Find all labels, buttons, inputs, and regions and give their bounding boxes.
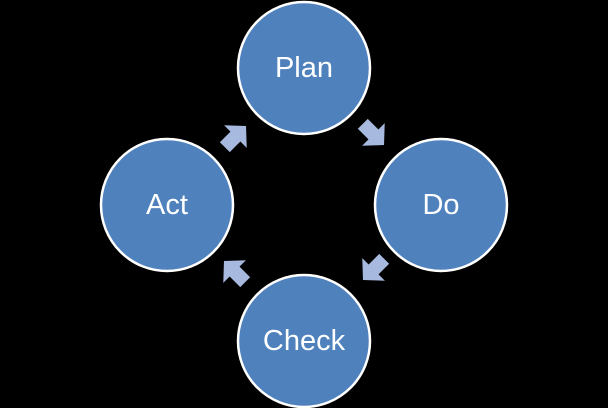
node-check-circle [236,273,372,408]
node-do: Do [373,137,509,273]
arrow-act-to-plan-icon [219,125,247,153]
arrow-do-to-check-icon [362,253,390,281]
arrow-check-to-act-icon [223,260,251,288]
arrow-plan-to-do-shape [357,118,385,146]
node-plan-label: Plan [275,52,333,84]
arrow-do-to-check-shape [362,253,390,281]
node-plan-circle [236,0,372,136]
node-plan: Plan [236,0,372,136]
arrow-plan-to-do-icon [357,118,385,146]
node-do-circle [373,137,509,273]
node-check-label: Check [263,325,346,357]
node-do-label: Do [422,189,459,221]
arrow-act-to-plan-shape [219,125,247,153]
node-act: Act [99,137,235,273]
node-check: Check [236,273,372,408]
arrow-check-to-act-shape [223,260,251,288]
node-act-circle [99,137,235,273]
node-act-label: Act [146,189,188,221]
